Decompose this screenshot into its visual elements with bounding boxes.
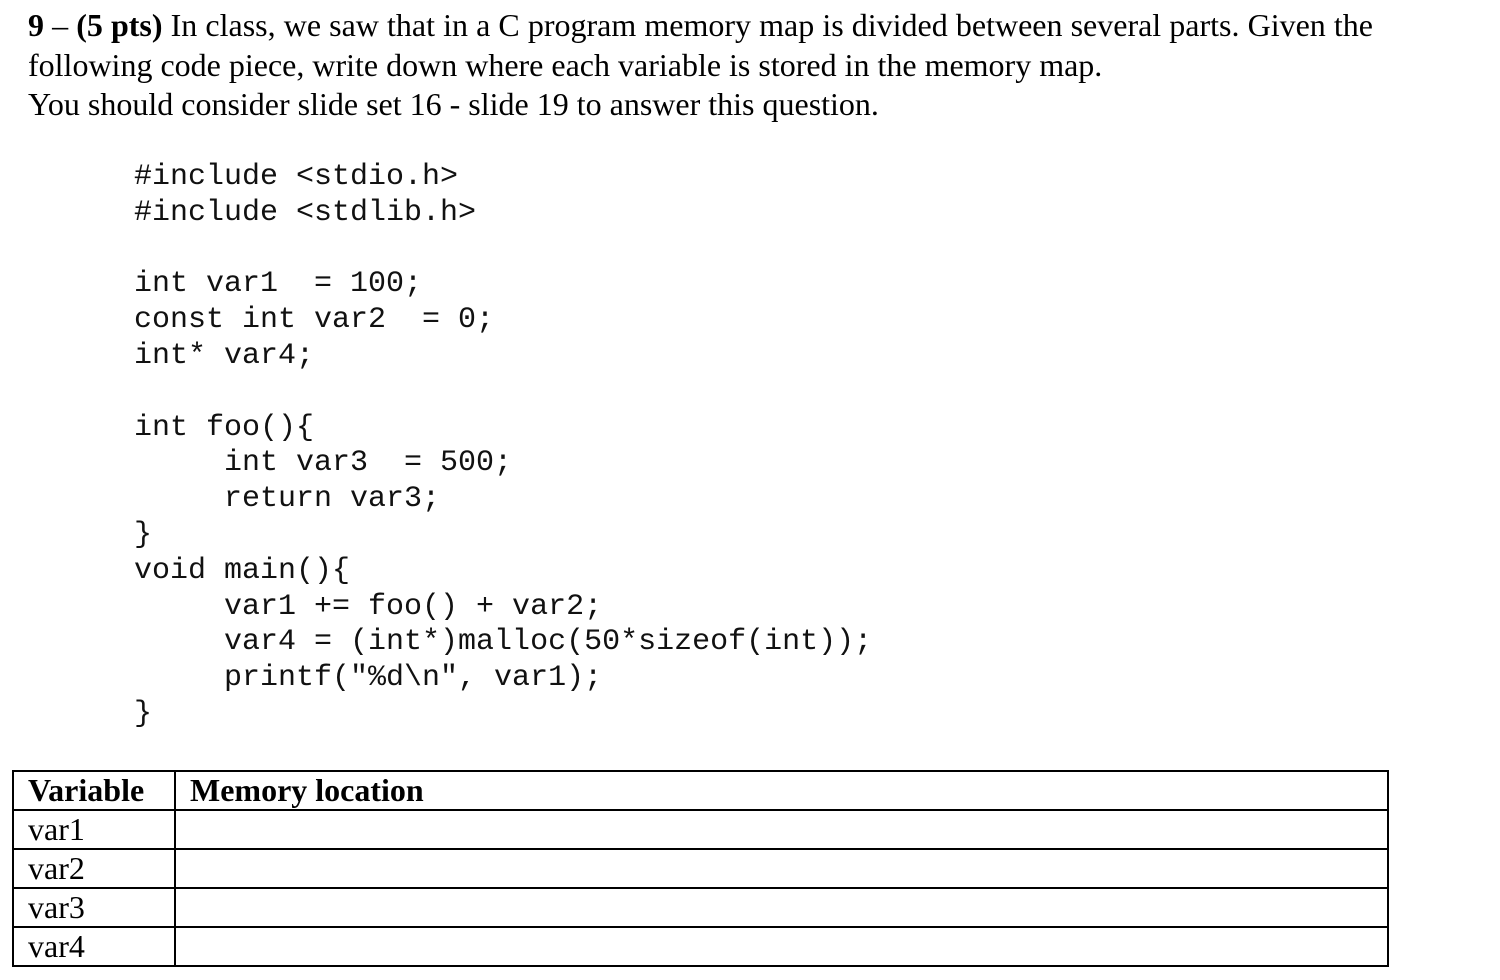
code-line: const int var2 = 0; bbox=[134, 303, 495, 338]
code-line: #include <stdlib.h> bbox=[134, 195, 477, 230]
code-line bbox=[134, 232, 872, 268]
memory-location-cell[interactable] bbox=[174, 926, 1389, 967]
code-line: #include <stdio.h> bbox=[134, 160, 459, 194]
table-row: var1 bbox=[12, 809, 1389, 850]
code-line: return var3; bbox=[134, 482, 441, 517]
header-memory-location: Memory location bbox=[174, 770, 1389, 811]
code-line: int* var4; bbox=[134, 338, 315, 373]
table-row: var2 bbox=[12, 848, 1389, 889]
question-instruction: You should consider slide set 16 - slide… bbox=[28, 86, 879, 122]
question-number: 9 bbox=[28, 7, 44, 43]
code-line: } bbox=[134, 517, 153, 552]
code-line bbox=[134, 375, 872, 411]
code-line: printf("%d\n", var1); bbox=[134, 661, 603, 696]
variable-cell: var2 bbox=[12, 848, 176, 889]
code-line: var4 = (int*)malloc(50*sizeof(int)); bbox=[134, 625, 873, 660]
memory-location-table: Variable Memory location var1 var2 var3 … bbox=[12, 770, 1389, 967]
table-row: var3 bbox=[12, 887, 1389, 928]
code-line: int var1 = 100; bbox=[134, 267, 423, 302]
table-header-row: Variable Memory location bbox=[12, 770, 1389, 811]
variable-cell: var4 bbox=[12, 926, 176, 967]
code-line: int var3 = 500; bbox=[134, 446, 513, 481]
question-dash: – bbox=[44, 7, 77, 43]
variable-cell: var3 bbox=[12, 887, 176, 928]
memory-location-cell[interactable] bbox=[174, 848, 1389, 889]
variable-cell: var1 bbox=[12, 809, 176, 850]
question-body: In class, we saw that in a C program mem… bbox=[28, 7, 1374, 83]
code-line: void main(){ bbox=[134, 553, 351, 588]
memory-location-cell[interactable] bbox=[174, 809, 1389, 850]
code-line: var1 += foo() + var2; bbox=[134, 589, 603, 624]
code-line: } bbox=[134, 696, 153, 731]
header-variable: Variable bbox=[12, 770, 176, 811]
table-row: var4 bbox=[12, 926, 1389, 967]
code-block: #include <stdio.h>#include <stdlib.h> int… bbox=[134, 160, 872, 733]
question-text: 9 – (5 pts) In class, we saw that in a C… bbox=[28, 6, 1373, 125]
code-line: int foo(){ bbox=[134, 410, 315, 445]
memory-location-cell[interactable] bbox=[174, 887, 1389, 928]
question-points: (5 pts) bbox=[76, 7, 163, 43]
